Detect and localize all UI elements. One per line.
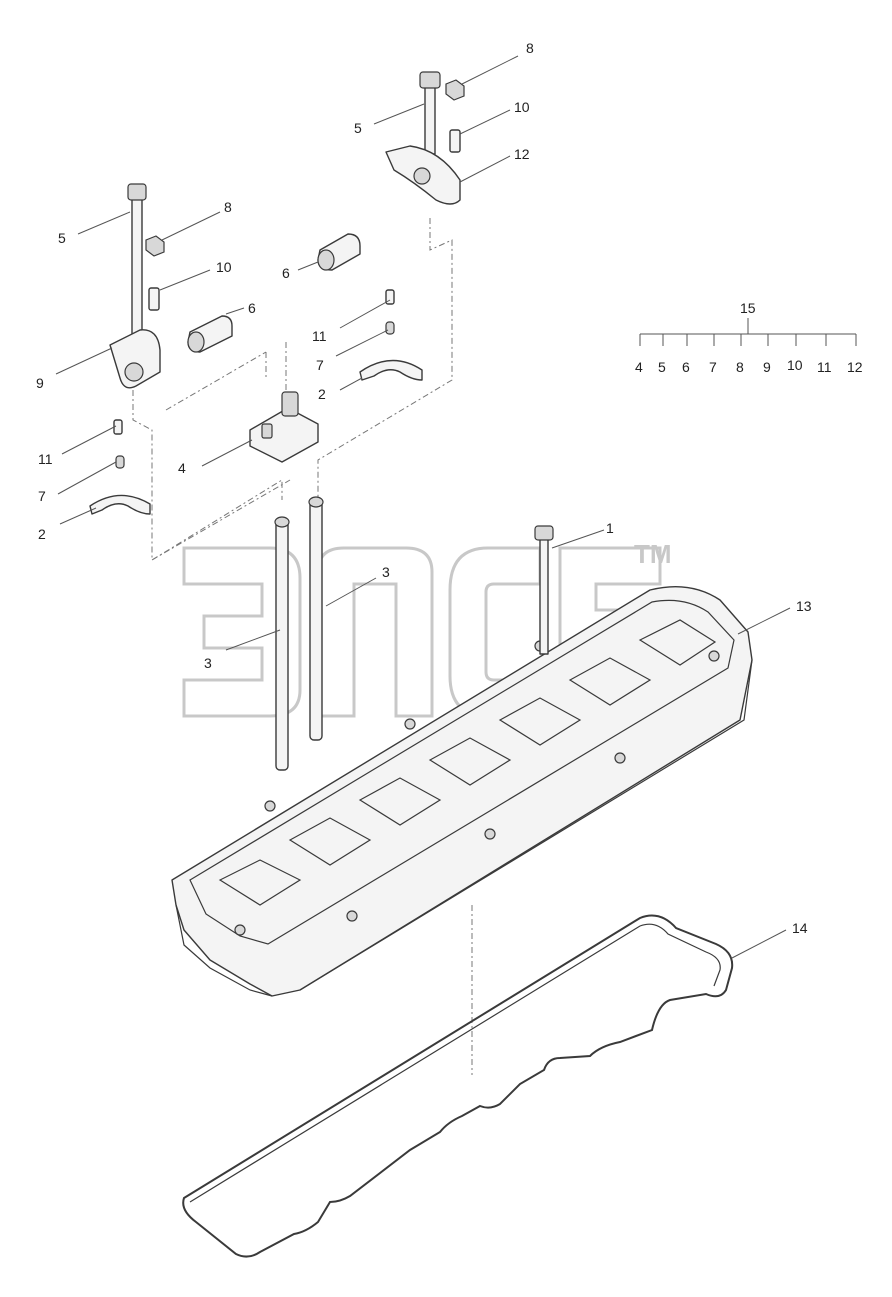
callout-12: 12 <box>514 146 530 162</box>
callout-2: 2 <box>318 386 326 402</box>
rocker-pedestal <box>249 391 319 463</box>
callout-14: 14 <box>792 920 808 936</box>
callout-2: 2 <box>38 526 46 542</box>
stud-right <box>449 129 461 153</box>
nut-right <box>445 79 465 101</box>
leader-lines <box>55 55 791 959</box>
assembly-axes <box>132 218 473 1075</box>
kit-item-6: 6 <box>682 359 690 375</box>
kit-item-10: 10 <box>787 357 803 373</box>
kit-item-4: 4 <box>635 359 643 375</box>
valve-cover-gasket <box>182 914 734 1258</box>
kit-item-7: 7 <box>709 359 717 375</box>
callout-11: 11 <box>312 328 327 344</box>
callout-labels: 1 2 2 3 3 4 5 5 6 6 7 7 8 8 9 10 10 11 1… <box>36 40 812 936</box>
callout-11: 11 <box>38 451 53 467</box>
callout-6: 6 <box>282 265 290 281</box>
push-rod-right <box>308 496 324 741</box>
callout-4: 4 <box>178 460 186 476</box>
kit-item-11: 11 <box>817 359 832 375</box>
kit-item-9: 9 <box>763 359 771 375</box>
bridge-left <box>89 494 151 515</box>
kit-item-8: 8 <box>736 359 744 375</box>
push-rod-left <box>274 516 290 771</box>
kit-label: 15 <box>740 300 756 316</box>
rocker-arm-left <box>109 329 161 389</box>
kit-item-5: 5 <box>658 359 666 375</box>
stud-left <box>148 287 160 311</box>
rocker-arm-right <box>385 145 461 205</box>
callout-8: 8 <box>224 199 232 215</box>
rocker-shaft-right <box>317 233 361 271</box>
kit-item-12: 12 <box>847 359 863 375</box>
callout-3: 3 <box>382 564 390 580</box>
bridge-right <box>359 359 423 381</box>
nut-left <box>145 235 165 257</box>
callout-3: 3 <box>204 655 212 671</box>
rocker-shaft-left <box>187 315 233 353</box>
adjust-screw-right <box>385 289 395 335</box>
callout-10: 10 <box>216 259 232 275</box>
kit-bracket: 15 4 5 6 7 8 9 10 11 12 <box>635 300 863 375</box>
trademark-mark: TM <box>634 539 672 569</box>
callout-6: 6 <box>248 300 256 316</box>
rocker-bolt-left <box>127 183 147 347</box>
valve-cover <box>171 585 753 997</box>
callout-5: 5 <box>58 230 66 246</box>
callout-10: 10 <box>514 99 530 115</box>
callout-9: 9 <box>36 375 44 391</box>
callout-13: 13 <box>796 598 812 614</box>
callout-5: 5 <box>354 120 362 136</box>
cover-bolt <box>534 525 554 655</box>
rocker-bolt-right <box>419 71 441 155</box>
callout-7: 7 <box>38 488 46 504</box>
callout-7: 7 <box>316 357 324 373</box>
callout-8: 8 <box>526 40 534 56</box>
adjust-screw-left <box>113 419 125 469</box>
callout-1: 1 <box>606 520 614 536</box>
